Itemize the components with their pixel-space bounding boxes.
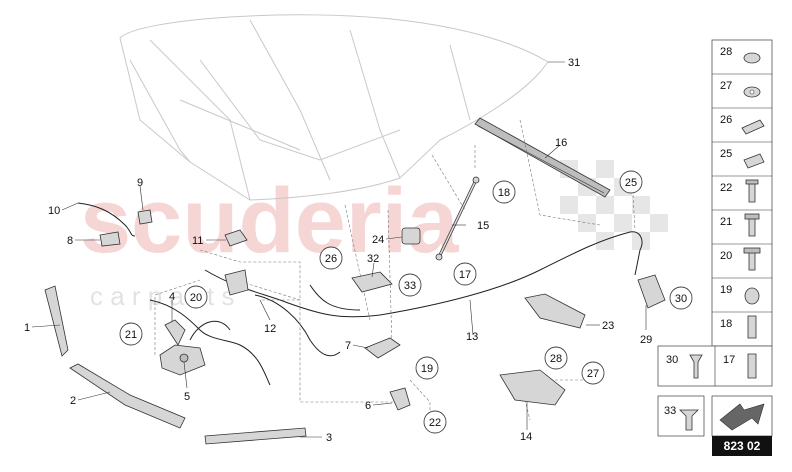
part-32-plate <box>351 271 393 293</box>
arrow-icon <box>719 403 765 431</box>
callout-9: 9 <box>137 177 143 189</box>
circled-callout-19: 19 <box>415 356 439 380</box>
callout-23: 23 <box>602 320 614 332</box>
circled-callout-25: 25 <box>619 170 643 194</box>
pair-left-label: 30 <box>666 354 678 366</box>
callout-1: 1 <box>24 322 30 334</box>
bolt-17-icon <box>747 353 757 379</box>
callout-16: 16 <box>555 137 567 149</box>
circled-callout-33: 33 <box>398 273 422 297</box>
svg-text:20: 20 <box>190 292 202 304</box>
table-row-19: 19 <box>720 284 732 296</box>
circled-callout-26: 26 <box>319 246 343 270</box>
screw-33-icon <box>679 409 699 431</box>
circled-callout-30: 30 <box>669 286 693 310</box>
callout-24: 24 <box>372 234 384 246</box>
callout-2: 2 <box>70 395 76 407</box>
svg-text:19: 19 <box>421 363 433 375</box>
part-6-bracket <box>389 387 411 411</box>
svg-text:26: 26 <box>325 253 337 265</box>
table-row-22: 22 <box>720 182 732 194</box>
diagram-code: 823 02 <box>724 439 761 453</box>
svg-text:22: 22 <box>429 417 441 429</box>
screw-30-icon <box>689 354 703 379</box>
gas-strut <box>435 176 480 261</box>
table-row-27: 27 <box>720 80 732 92</box>
callout-10: 10 <box>48 205 60 217</box>
callout-11: 11 <box>192 235 203 247</box>
release-cables <box>77 202 643 386</box>
svg-text:28: 28 <box>550 353 562 365</box>
callout-15: 15 <box>477 220 489 232</box>
callout-8: 8 <box>67 235 73 247</box>
bottom-label: 33 <box>664 405 676 417</box>
callout-32: 32 <box>367 253 379 265</box>
part-14-latch <box>499 369 566 406</box>
callout-3: 3 <box>326 432 332 444</box>
table-row-18: 18 <box>720 318 732 330</box>
table-row-28: 28 <box>720 46 732 58</box>
circled-callout-27: 27 <box>581 361 605 385</box>
svg-text:21: 21 <box>125 329 137 341</box>
part-5-latch <box>159 344 206 376</box>
clip-icon <box>741 119 765 135</box>
table-row-20: 20 <box>720 250 732 262</box>
circled-callout-20: 20 <box>184 285 208 309</box>
hood-outline <box>119 14 549 201</box>
part-4-bracket <box>164 319 186 346</box>
part-9-clip <box>137 209 153 225</box>
part-24-buffer <box>401 227 421 245</box>
circled-callout-21: 21 <box>119 322 143 346</box>
callout-13: 13 <box>466 331 478 343</box>
circled-callout-18: 18 <box>492 180 516 204</box>
part-11-bracket <box>224 229 248 247</box>
callout-4: 4 <box>169 291 175 303</box>
callout-7: 7 <box>345 340 351 352</box>
bottom-table: 33 <box>657 395 705 437</box>
callout-5: 5 <box>184 391 190 403</box>
callout-31: 31 <box>568 57 580 69</box>
callout-14: 14 <box>520 431 532 443</box>
callout-29: 29 <box>640 334 652 346</box>
svg-text:27: 27 <box>587 368 599 380</box>
pair-right-label: 17 <box>723 354 735 366</box>
side-parts-table: 28 27 26 25 22 21 20 19 18 <box>711 39 773 347</box>
callout-leaders <box>31 61 647 438</box>
bolt-icon <box>748 181 756 203</box>
clamp-icon <box>743 153 765 169</box>
circled-callout-28: 28 <box>544 346 568 370</box>
table-row-26: 26 <box>720 114 732 126</box>
circled-callout-17: 17 <box>453 262 477 286</box>
pair-table: 30 17 <box>657 345 773 387</box>
stud-icon <box>747 315 757 339</box>
callout-12: 12 <box>264 323 276 335</box>
callout-6: 6 <box>365 400 371 412</box>
diagram-code-block: 823 02 <box>711 395 773 456</box>
watermark-sub: c a r p a r t s <box>90 281 235 311</box>
part-8-holder <box>99 231 121 247</box>
nut-icon <box>743 52 761 64</box>
part-3-strip <box>204 427 307 445</box>
part-7-plate <box>364 337 401 359</box>
table-row-25: 25 <box>720 148 732 160</box>
part-29-hinge <box>637 274 666 309</box>
svg-text:33: 33 <box>404 280 416 292</box>
grommet-icon <box>744 287 760 305</box>
svg-text:17: 17 <box>459 269 471 281</box>
svg-text:18: 18 <box>498 187 510 199</box>
part-12-lock <box>224 269 249 296</box>
seal-strip <box>474 117 611 198</box>
part-23-bracket <box>524 293 586 329</box>
circled-callout-22: 22 <box>423 410 447 434</box>
svg-text:30: 30 <box>675 293 687 305</box>
svg-text:25: 25 <box>625 177 637 189</box>
part-2-brace <box>69 363 186 429</box>
table-row-21: 21 <box>720 216 732 228</box>
part-1-brace <box>44 285 69 357</box>
